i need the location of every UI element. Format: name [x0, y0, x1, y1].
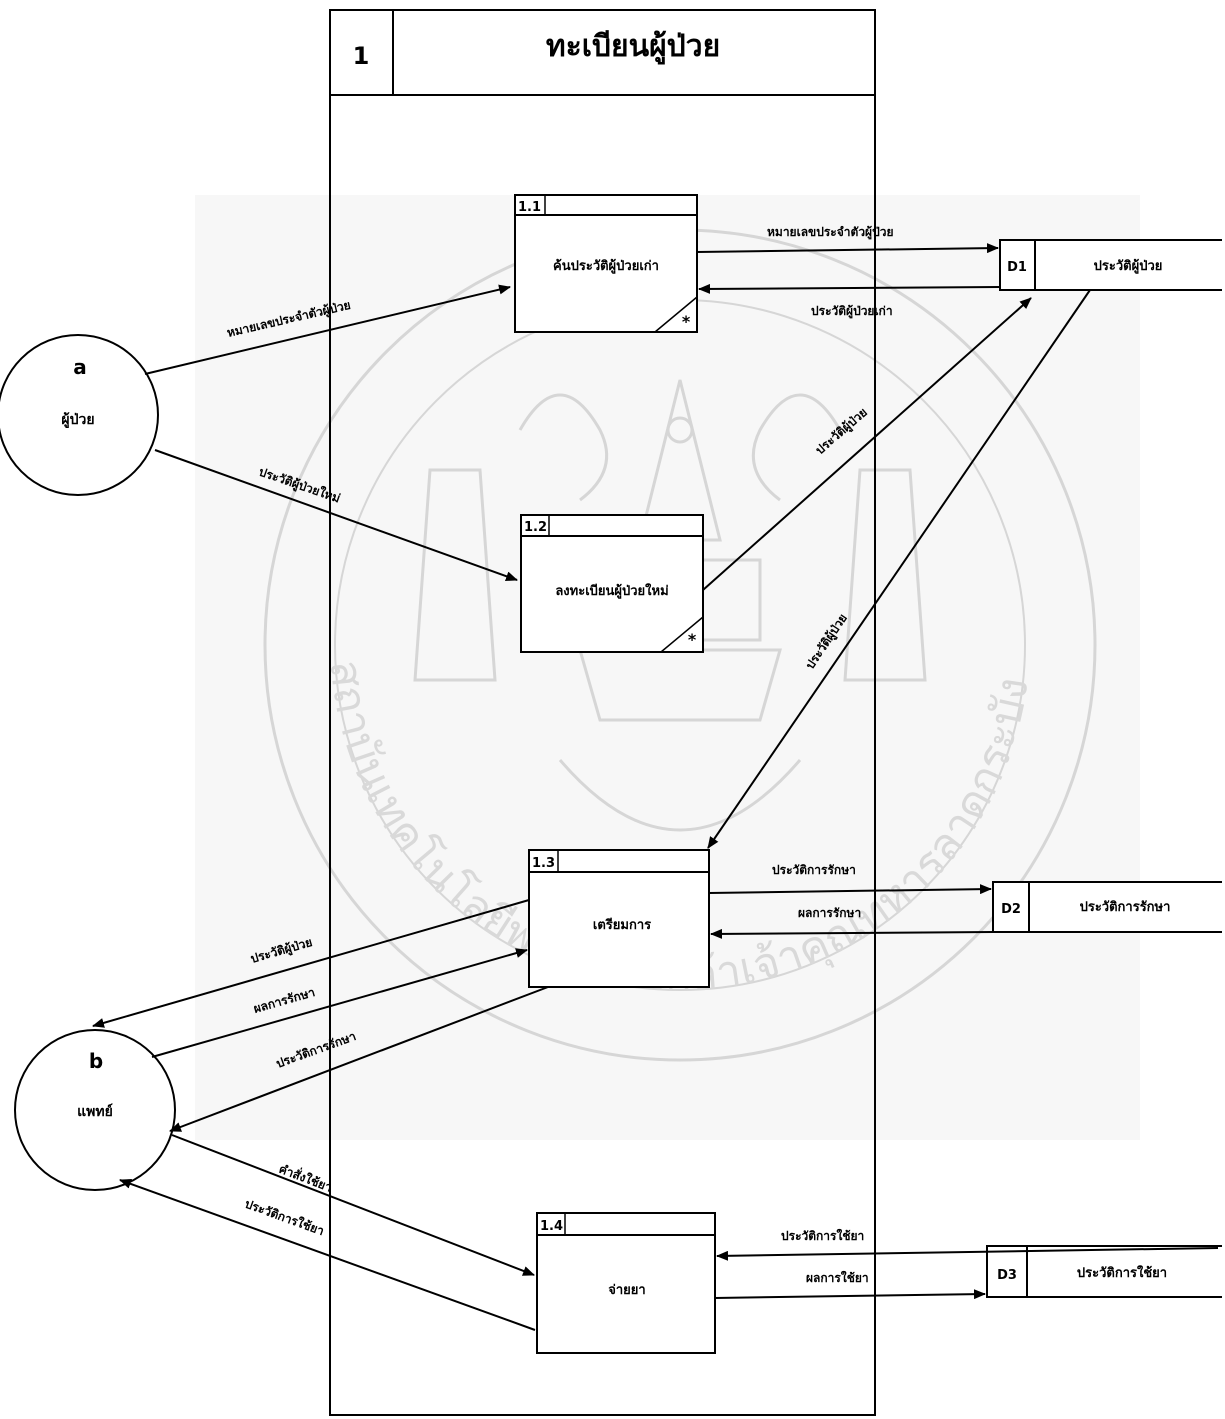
subprocess-1-4: 1.4 จ่ายยา — [537, 1213, 715, 1353]
datastore-d2: D2 ประวัติการรักษา — [993, 882, 1222, 932]
flow-line-f13 — [120, 1180, 535, 1330]
flow-line-f12 — [172, 1135, 534, 1275]
flow-label-f12: คำสั่งใช้ยา — [277, 1160, 335, 1195]
subprocess-1-3: 1.3 เตรียมการ — [529, 850, 709, 987]
datastore-d3-name: ประวัติการใช้ยา — [1077, 1264, 1167, 1281]
subprocess-1-1-star: * — [682, 312, 691, 331]
flow-label-f8: ผลการรักษา — [798, 906, 861, 920]
datastore-d1-id: D1 — [1007, 260, 1027, 275]
subprocess-1-2-id: 1.2 — [524, 520, 547, 535]
subprocess-1-1: 1.1 ค้นประวัติผู้ป่วยเก่า * — [515, 195, 697, 332]
subprocess-1-3-name: เตรียมการ — [593, 917, 651, 933]
watermark-seal: สถาบันเทคโนโลยีพระจอมเกล้าเจ้าคุณทหารลาด… — [195, 195, 1140, 1140]
flow-label-f2: หมายเลขประจำตัวผู้ป่วย — [767, 225, 893, 240]
entity-patient-id: a — [73, 355, 87, 379]
entity-doctor-id: b — [89, 1049, 103, 1073]
entity-doctor-name: แพทย์ — [77, 1103, 113, 1120]
flow-label-f15: ผลการใช้ยา — [806, 1270, 869, 1285]
flow-line-f15 — [715, 1294, 985, 1298]
datastore-d1: D1 ประวัติผู้ป่วย — [1000, 240, 1222, 290]
datastore-d2-id: D2 — [1001, 902, 1021, 917]
entity-patient: a ผู้ป่วย — [0, 335, 158, 495]
subprocess-1-4-name: จ่ายยา — [608, 1283, 645, 1298]
process-1-number: 1 — [353, 42, 370, 70]
subprocess-1-2-star: * — [688, 630, 697, 649]
flow-label-f3: ประวัติผู้ป่วยเก่า — [811, 304, 893, 319]
subprocess-1-1-name: ค้นประวัติผู้ป่วยเก่า — [553, 258, 659, 274]
entity-patient-name: ผู้ป่วย — [61, 412, 94, 428]
flow-label-f7: ประวัติการรักษา — [772, 863, 856, 877]
flow-label-f14: ประวัติการใช้ยา — [781, 1228, 864, 1243]
datastore-d2-name: ประวัติการรักษา — [1080, 900, 1171, 915]
datastore-d3-id: D3 — [997, 1268, 1017, 1283]
subprocess-1-4-id: 1.4 — [540, 1219, 563, 1234]
entity-doctor: b แพทย์ — [15, 1030, 175, 1190]
datastore-d3: D3 ประวัติการใช้ยา — [987, 1246, 1222, 1297]
subprocess-1-2: 1.2 ลงทะเบียนผู้ป่วยใหม่ * — [521, 515, 703, 652]
subprocess-1-3-id: 1.3 — [532, 856, 555, 871]
process-1-title: ทะเบียนผู้ป่วย — [546, 29, 720, 65]
datastore-d1-name: ประวัติผู้ป่วย — [1094, 258, 1163, 274]
subprocess-1-1-id: 1.1 — [518, 200, 541, 215]
subprocess-1-2-name: ลงทะเบียนผู้ป่วยใหม่ — [555, 582, 668, 599]
flow-label-f13: ประวัติการใช้ยา — [243, 1196, 326, 1239]
